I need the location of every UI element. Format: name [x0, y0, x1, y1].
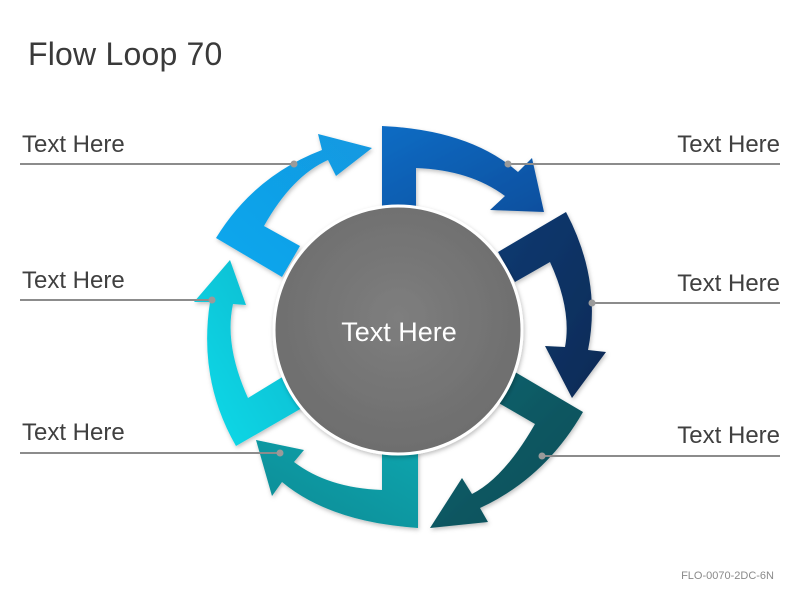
center-text: Text Here: [341, 317, 457, 347]
connector-dot-left-bottom: [276, 449, 284, 457]
flow-segment-1: [382, 126, 544, 212]
flow-segment-6: [216, 134, 372, 277]
label-right-middle: Text Here: [677, 270, 780, 297]
center-circle: [272, 204, 524, 456]
flow-segment-3: [430, 372, 583, 528]
flow-segment-4: [256, 440, 418, 528]
connector-dot-right-bottom: [538, 452, 546, 460]
label-left-top: Text Here: [22, 131, 125, 158]
flow-segment-5: [194, 260, 302, 446]
connector-dot-left-top: [290, 160, 298, 168]
connector-dot-left-middle: [208, 296, 216, 304]
label-left-middle: Text Here: [22, 267, 125, 294]
label-right-bottom: Text Here: [677, 422, 780, 449]
connector-dot-right-middle: [588, 299, 596, 307]
slide-code: FLO-0070-2DC-6N: [681, 570, 774, 582]
page-title: Flow Loop 70: [28, 36, 223, 72]
flow-segment-2: [498, 212, 606, 398]
connector-dot-right-top: [504, 160, 512, 168]
label-left-bottom: Text Here: [22, 419, 125, 446]
label-right-top: Text Here: [677, 131, 780, 158]
